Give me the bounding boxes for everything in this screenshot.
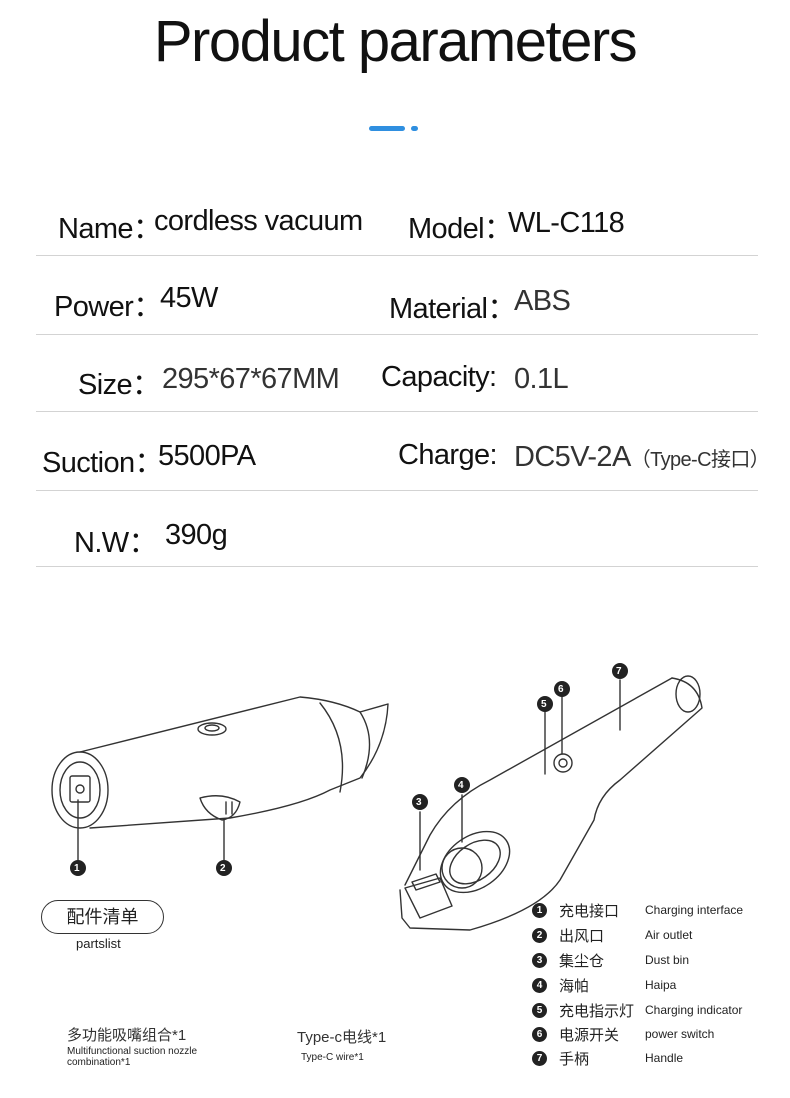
callout-markers [70,663,628,876]
parts-list-badge: 配件清单 [41,900,164,934]
callout-2: 2 [220,863,226,874]
legend-number: 5 [532,1003,547,1018]
legend-number: 6 [532,1027,547,1042]
param-value-suction: 5500PA [158,440,256,472]
legend-cn: 电源开关 [559,1027,620,1044]
legend-cn: 出风口 [559,928,605,945]
row-divider [36,490,758,491]
param-value-weight: 390g [165,519,228,551]
legend-en: Air outlet [645,928,693,942]
row-divider [36,334,758,335]
param-label-power: Power： [54,291,162,323]
param-label-size: Size： [78,369,161,401]
legend-cn: 海帕 [559,978,590,995]
param-label-model: Model： [408,213,513,245]
title-accent-dot [411,126,418,131]
vacuum-side-view [51,696,389,861]
legend-en: Charging indicator [645,1003,743,1017]
legend-cn: 手柄 [559,1051,590,1068]
callout-7: 7 [616,666,622,677]
param-value-model: WL-C118 [508,207,625,239]
legend-cn: 集尘仓 [559,953,605,970]
parts-list-subtitle: partslist [76,936,121,951]
row-divider [36,411,758,412]
legend-number: 2 [532,928,547,943]
legend-number: 7 [532,1051,547,1066]
param-value-material: ABS [514,285,571,317]
legend-en: Haipa [645,978,677,992]
param-label-material: Material： [389,293,516,325]
legend-en: Dust bin [645,953,690,967]
param-label-weight: N.W： [74,527,158,559]
callout-6: 6 [558,684,564,695]
title-accent-bar [369,126,405,131]
part-nozzle-en: Multifunctional suction nozzle combinati… [67,1046,198,1068]
part-wire-en: Type-C wire*1 [301,1052,364,1063]
legend-cn: 充电指示灯 [559,1003,635,1020]
legend-cn: 充电接口 [559,903,620,920]
page-title: Product parameters [153,9,638,74]
legend-number: 4 [532,978,547,993]
param-value-capacity: 0.1L [514,363,569,395]
param-label-suction: Suction： [42,447,164,479]
callout-1: 1 [74,863,80,874]
callout-5: 5 [541,699,547,710]
part-nozzle-cn: 多功能吸嘴组合*1 [67,1027,187,1044]
param-value-size: 295*67*67MM [162,363,340,395]
vacuum-open-view [399,675,703,931]
legend-en: Charging interface [645,903,744,917]
param-label-name: Name： [58,213,162,245]
row-divider [36,255,758,256]
callout-4: 4 [458,780,464,791]
param-label-capacity: Capacity: [381,361,497,393]
product-diagram [51,663,703,931]
param-label-charge: Charge: [398,439,498,471]
legend-number: 3 [532,953,547,968]
row-divider [36,566,758,567]
callout-3: 3 [416,797,422,808]
part-wire-cn: Type-c电线*1 [297,1029,387,1046]
param-value-charge: DC5V-2A（Type-C接口） [514,441,770,474]
legend-en: Handle [645,1051,684,1065]
charge-value-main: DC5V-2A [514,441,631,473]
charge-value-suffix: （Type-C接口） [630,449,770,471]
legend-number: 1 [532,903,547,918]
param-value-name: cordless vacuum [154,205,363,237]
legend-en: power switch [645,1027,715,1041]
param-value-power: 45W [160,282,218,314]
